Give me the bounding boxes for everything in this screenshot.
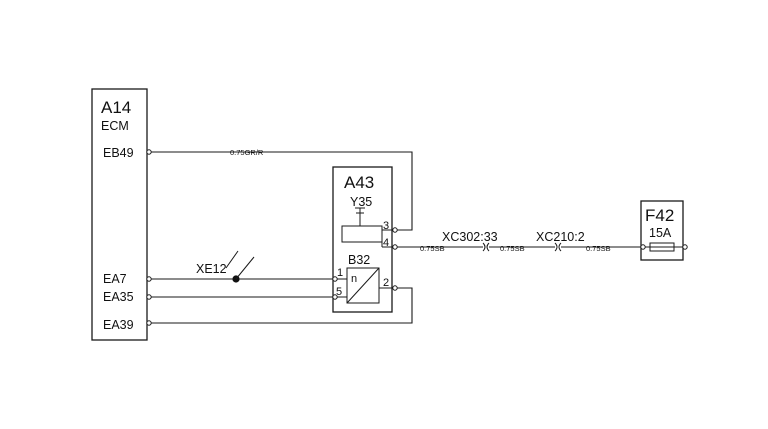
b32-sensor-diagonal [346,267,380,304]
b32-symbol: n [351,273,357,285]
ecm-pin-ea39-label: EA39 [103,318,134,332]
ecm-pin-ea35-terminal [146,294,152,300]
ecm-pin-ea35-label: EA35 [103,290,134,304]
a43-pin-4-terminal [392,244,398,250]
ecm-module-name: ECM [101,119,129,133]
splice-xe12-leader [235,256,255,280]
y35-leads [381,229,393,248]
wire-eb49-label: 0.75GR/R [230,148,264,157]
fuse-f42-id: F42 [645,206,674,225]
connector-xc302-symbol-b [486,242,490,252]
wire-ea39 [151,287,413,324]
ecm-pin-ea7-terminal [146,276,152,282]
a43-pin-3-label: 3 [383,220,389,232]
wire-supply-label-3: 0.75SB [586,244,611,253]
a43-pin-2-label: 2 [383,277,389,289]
ecm-pin-eb49-terminal [146,149,152,155]
connector-xc210-label: XC210:2 [536,230,585,244]
a43-pin-1-terminal [332,276,338,282]
wire-supply-label-1: 0.75SB [420,244,445,253]
a43-module-id: A43 [344,173,374,192]
fuse-f42-box [640,200,684,261]
ecm-pin-ea7-label: EA7 [103,272,127,286]
ecm-module-id: A14 [101,98,131,117]
y35-coil-box [341,225,383,243]
a43-pin-5-terminal [332,294,338,300]
a43-pin-5-label: 5 [336,286,342,298]
wire-supply-label-2: 0.75SB [500,244,525,253]
b32-leads [337,278,393,298]
a43-pin-1-label: 1 [337,267,343,279]
b32-sensor-box [346,267,380,304]
a43-pin-4-label: 4 [383,237,389,249]
ecm-pin-ea39-terminal [146,320,152,326]
connector-xc302-symbol [482,242,486,252]
ecm-module-box [91,88,148,341]
fuse-f42-input-terminal [640,244,646,250]
y35-label: Y35 [350,195,372,209]
wire-eb49 [151,151,413,231]
a43-pin-3-terminal [392,227,398,233]
splice-xe12-label: XE12 [196,262,227,276]
connector-xc302-label: XC302:33 [442,230,498,244]
ecm-pin-eb49-label: EB49 [103,146,134,160]
fuse-f42-output-terminal [682,244,688,250]
b32-label: B32 [348,253,370,267]
connector-xc210-symbol [554,242,558,252]
fuse-f42-rating: 15A [649,226,672,240]
connector-xc210-symbol-b [558,242,562,252]
splice-xe12-tick [225,250,239,269]
a43-pin-2-terminal [392,285,398,291]
